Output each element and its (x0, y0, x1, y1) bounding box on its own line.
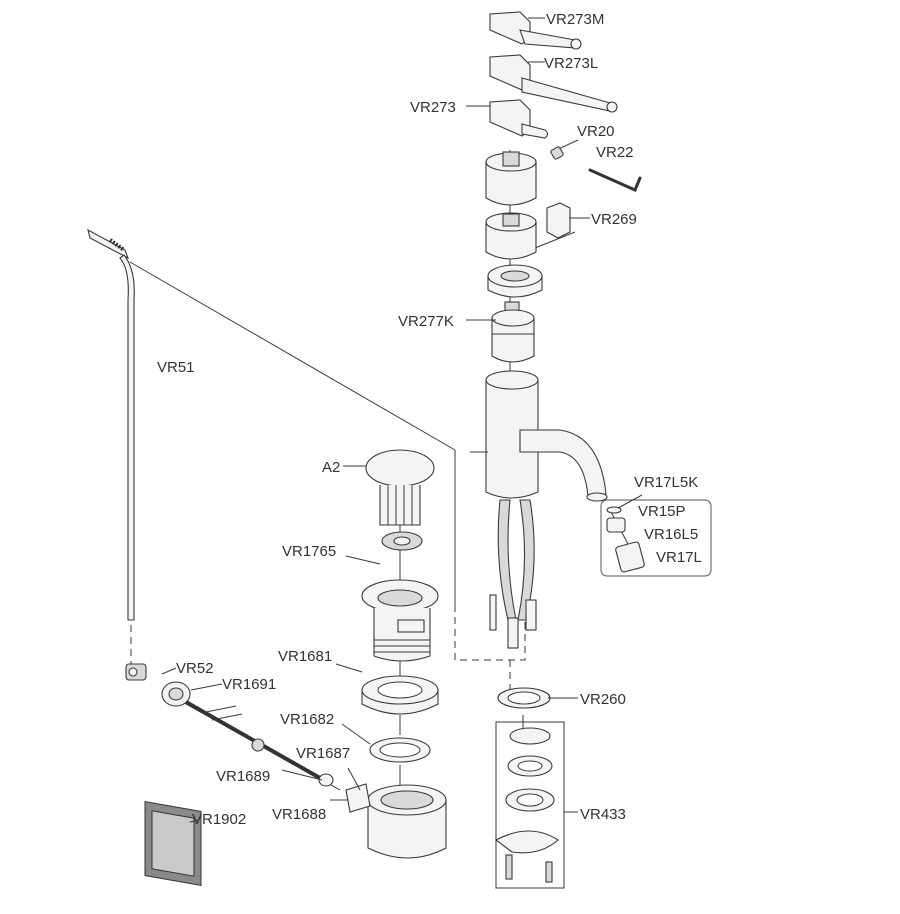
label-vr1681: VR1681 (278, 648, 332, 665)
label-vr51: VR51 (157, 359, 195, 376)
washer-vr260 (497, 687, 551, 709)
lever-vr273 (489, 99, 549, 139)
aerator-group (600, 499, 712, 577)
nut-vr1691 (161, 681, 191, 707)
grub-screw-vr20 (550, 146, 564, 160)
label-vr273m: VR273M (546, 11, 604, 28)
label-vr15p: VR15P (638, 503, 686, 520)
label-vr1688: VR1688 (272, 806, 326, 823)
label-vr277k: VR277K (398, 313, 454, 330)
label-vr17l5k: VR17L5K (634, 474, 698, 491)
label-vr273l: VR273L (544, 55, 598, 72)
nut-vr269 (546, 202, 571, 239)
label-vr16l5: VR16L5 (644, 526, 698, 543)
cap-lower (485, 212, 537, 260)
allen-key-vr22 (588, 168, 642, 192)
linkage-vr52 (125, 663, 147, 681)
part-labels: VR273M VR273L VR273 VR20 VR22 VR269 VR27… (157, 11, 702, 828)
waste-trap-vr1687 (345, 783, 447, 859)
ring-collar (487, 264, 543, 298)
seal-vr1688 (318, 773, 334, 787)
pop-up-rod-vr51 (87, 228, 135, 665)
rod-vr1689 (185, 700, 321, 780)
cap-upper (485, 151, 537, 206)
gasket-vr1902 (144, 800, 202, 887)
label-vr269: VR269 (591, 211, 637, 228)
label-vr1687: VR1687 (296, 745, 350, 762)
plug-a2 (365, 449, 435, 551)
lever-vr273l (489, 54, 618, 113)
label-vr260: VR260 (580, 691, 626, 708)
label-vr1902: VR1902 (192, 811, 246, 828)
label-vr20: VR20 (577, 123, 615, 140)
fixing-kit-vr433 (494, 721, 565, 889)
label-vr52: VR52 (176, 660, 214, 677)
label-vr1765: VR1765 (282, 543, 336, 560)
label-vr273: VR273 (410, 99, 456, 116)
lever-vr273m (489, 11, 582, 50)
label-vr1691: VR1691 (222, 676, 276, 693)
label-vr1682: VR1682 (280, 711, 334, 728)
waste-body-vr1765 (361, 579, 439, 662)
label-leaders (161, 17, 643, 823)
label-vr22: VR22 (596, 144, 634, 161)
washer-vr1682 (369, 737, 431, 763)
label-vr17l: VR17L (656, 549, 702, 566)
tap-body (470, 370, 608, 649)
washer-vr1681 (361, 675, 439, 715)
label-vr433: VR433 (580, 806, 626, 823)
label-vr1689: VR1689 (216, 768, 270, 785)
cartridge-vr277k (491, 301, 535, 363)
label-a2: A2 (322, 459, 340, 476)
